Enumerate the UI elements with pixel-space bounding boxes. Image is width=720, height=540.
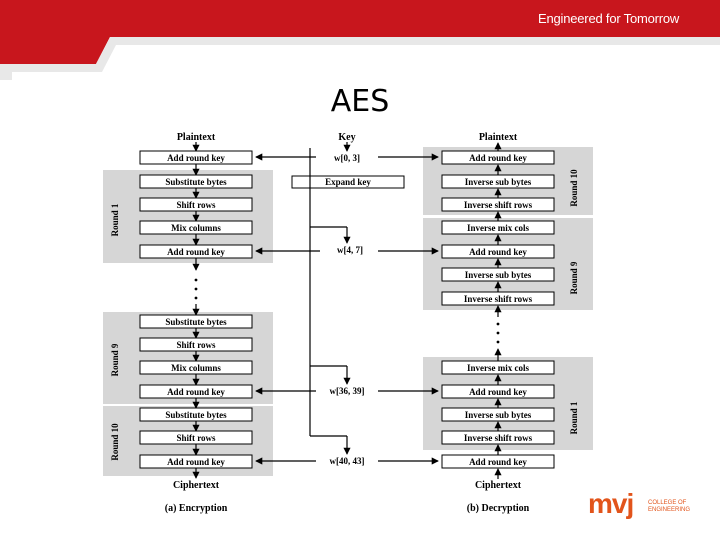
enc-r1-step1: Substitute bytes <box>165 177 227 187</box>
expand-key: Expand key <box>325 177 371 187</box>
enc-r9-step2: Shift rows <box>176 340 216 350</box>
dec-r9-step3: Inverse sub bytes <box>465 270 532 280</box>
slide-title: AES <box>330 84 390 119</box>
header-tagline: Engineered for Tomorrow <box>538 11 680 26</box>
enc-caption: (a) Encryption <box>165 503 228 514</box>
header-banner <box>0 0 720 80</box>
dec-r1-step2: Add round key <box>469 387 527 397</box>
enc-r9-step1: Substitute bytes <box>165 317 227 327</box>
key-label: Key <box>338 132 355 143</box>
enc-r10-step2: Shift rows <box>176 433 216 443</box>
key-word-0: w[0, 3] <box>334 153 360 163</box>
dec-round9-label: Round 9 <box>569 261 579 294</box>
dec-r9-step1: Inverse mix cols <box>467 223 529 233</box>
enc-round9-label: Round 9 <box>110 343 120 376</box>
enc-ellipsis <box>194 278 198 300</box>
dec-r10-step2: Inverse sub bytes <box>465 177 532 187</box>
enc-plaintext: Plaintext <box>177 132 216 143</box>
enc-round1-label: Round 1 <box>110 203 120 236</box>
key-word-3: w[40, 43] <box>330 456 365 466</box>
college-logo: mvj COLLEGE OF ENGINEERING <box>588 488 700 526</box>
dec-r1-step1: Inverse mix cols <box>467 363 529 373</box>
dec-r1-step4: Inverse shift rows <box>464 433 533 443</box>
enc-r10-step1: Substitute bytes <box>165 410 227 420</box>
enc-r1-step4: Add round key <box>167 247 225 257</box>
enc-ciphertext: Ciphertext <box>173 480 220 491</box>
enc-r9-step3: Mix columns <box>171 363 221 373</box>
enc-round10-label: Round 10 <box>110 423 120 461</box>
logo-subtitle: COLLEGE OF ENGINEERING <box>648 500 691 513</box>
dec-ellipsis <box>496 322 500 344</box>
logo-mark: mvj <box>588 488 634 519</box>
dec-final-add-round-key: Add round key <box>469 457 527 467</box>
dec-round1-label: Round 1 <box>569 401 579 434</box>
dec-ciphertext: Ciphertext <box>475 480 522 491</box>
dec-r10-step3: Inverse shift rows <box>464 200 533 210</box>
key-word-2: w[36, 39] <box>330 386 365 396</box>
dec-plaintext: Plaintext <box>479 132 518 143</box>
dec-caption: (b) Decryption <box>467 503 530 514</box>
dec-r10-step1: Add round key <box>469 153 527 163</box>
enc-initial-add-round-key: Add round key <box>167 153 225 163</box>
enc-r1-step3: Mix columns <box>171 223 221 233</box>
enc-r10-step3: Add round key <box>167 457 225 467</box>
enc-r1-step2: Shift rows <box>176 200 216 210</box>
dec-r1-step3: Inverse sub bytes <box>465 410 532 420</box>
dec-r9-step2: Add round key <box>469 247 527 257</box>
key-word-1: w[4, 7] <box>337 245 363 255</box>
enc-r9-step4: Add round key <box>167 387 225 397</box>
dec-r9-step4: Inverse shift rows <box>464 294 533 304</box>
dec-round10-label: Round 10 <box>569 169 579 207</box>
